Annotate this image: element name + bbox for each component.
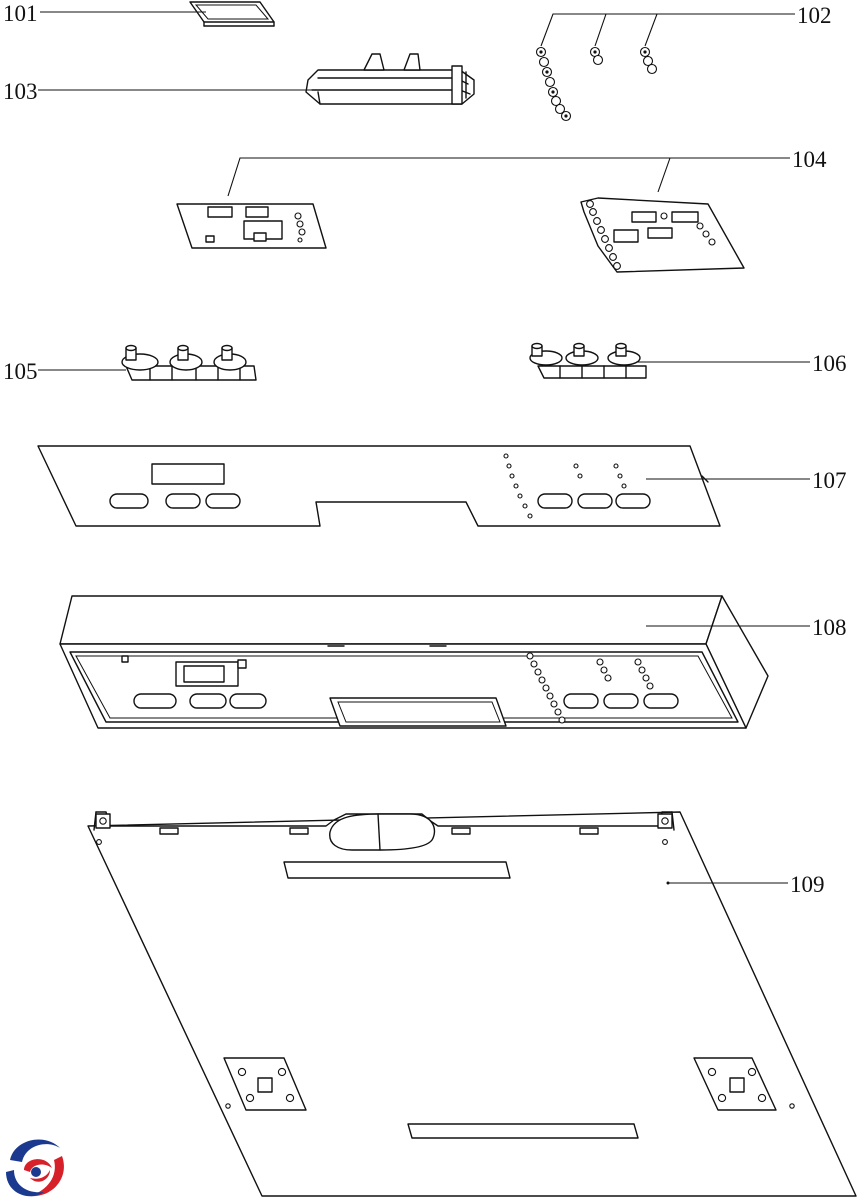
hinge-plate-left (223, 1057, 307, 1111)
callout-101: 101 (3, 1, 38, 26)
part-103-display-bracket (305, 53, 475, 105)
part-107-control-panel-overlay (37, 445, 721, 527)
housing-led-pair-a (596, 658, 612, 682)
led-strip-long (535, 46, 572, 122)
part-106-button-bar-right (529, 342, 647, 379)
callout-102: 102 (797, 3, 832, 28)
part-105-button-bar-left (121, 344, 257, 381)
callout-109: 109 (790, 872, 825, 897)
hinge-plate-right (693, 1057, 795, 1111)
pcb-right (580, 197, 745, 273)
part-102-led-strips (535, 46, 658, 122)
part-108-control-panel-housing (59, 595, 769, 729)
callout-103: 103 (3, 79, 38, 104)
callout-108: 108 (812, 615, 847, 640)
part-109-outer-door-panel (87, 811, 857, 1197)
pcb-left (176, 203, 327, 249)
callout-106: 106 (812, 351, 847, 376)
leader-104 (227, 157, 790, 197)
brand-swirl-logo-icon (6, 1139, 64, 1197)
leader-102 (540, 13, 795, 47)
callout-107: 107 (812, 468, 847, 493)
part-101-label-plate (189, 1, 275, 27)
callout-104: 104 (792, 147, 827, 172)
led-strip-short-b (639, 46, 658, 75)
callout-105: 105 (3, 359, 38, 384)
led-strip-short-a (589, 46, 604, 66)
housing-led-pair-b (634, 658, 654, 690)
part-104-control-boards (176, 197, 745, 273)
housing-led-column (526, 652, 566, 724)
